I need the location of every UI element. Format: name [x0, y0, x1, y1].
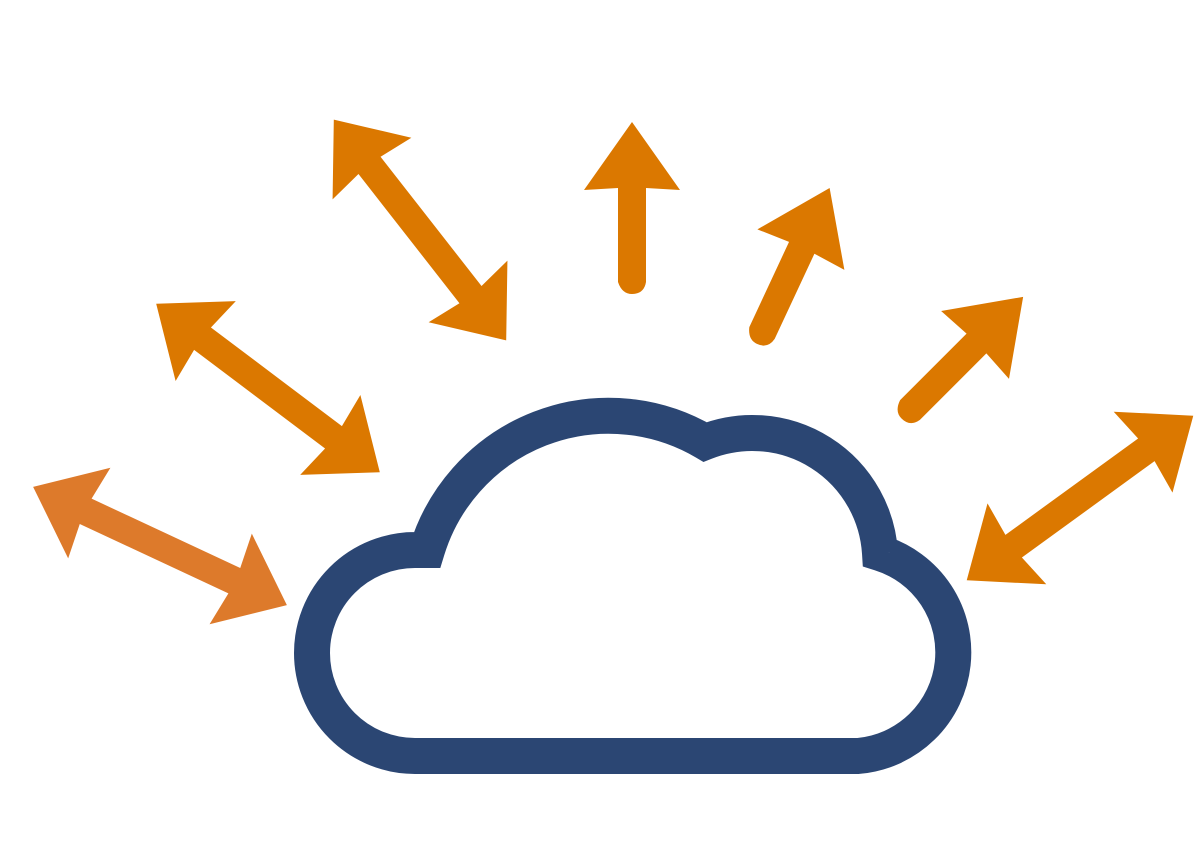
double-arrow-icon: [294, 88, 546, 372]
arrow-up-icon: [584, 122, 680, 294]
double-arrow-icon: [11, 441, 309, 651]
double-arrow-icon: [126, 263, 410, 513]
cloud-icon: [294, 397, 972, 774]
arrow-up-icon: [713, 167, 874, 365]
arrow-up-icon: [867, 262, 1058, 453]
double-arrow-icon: [937, 375, 1200, 621]
